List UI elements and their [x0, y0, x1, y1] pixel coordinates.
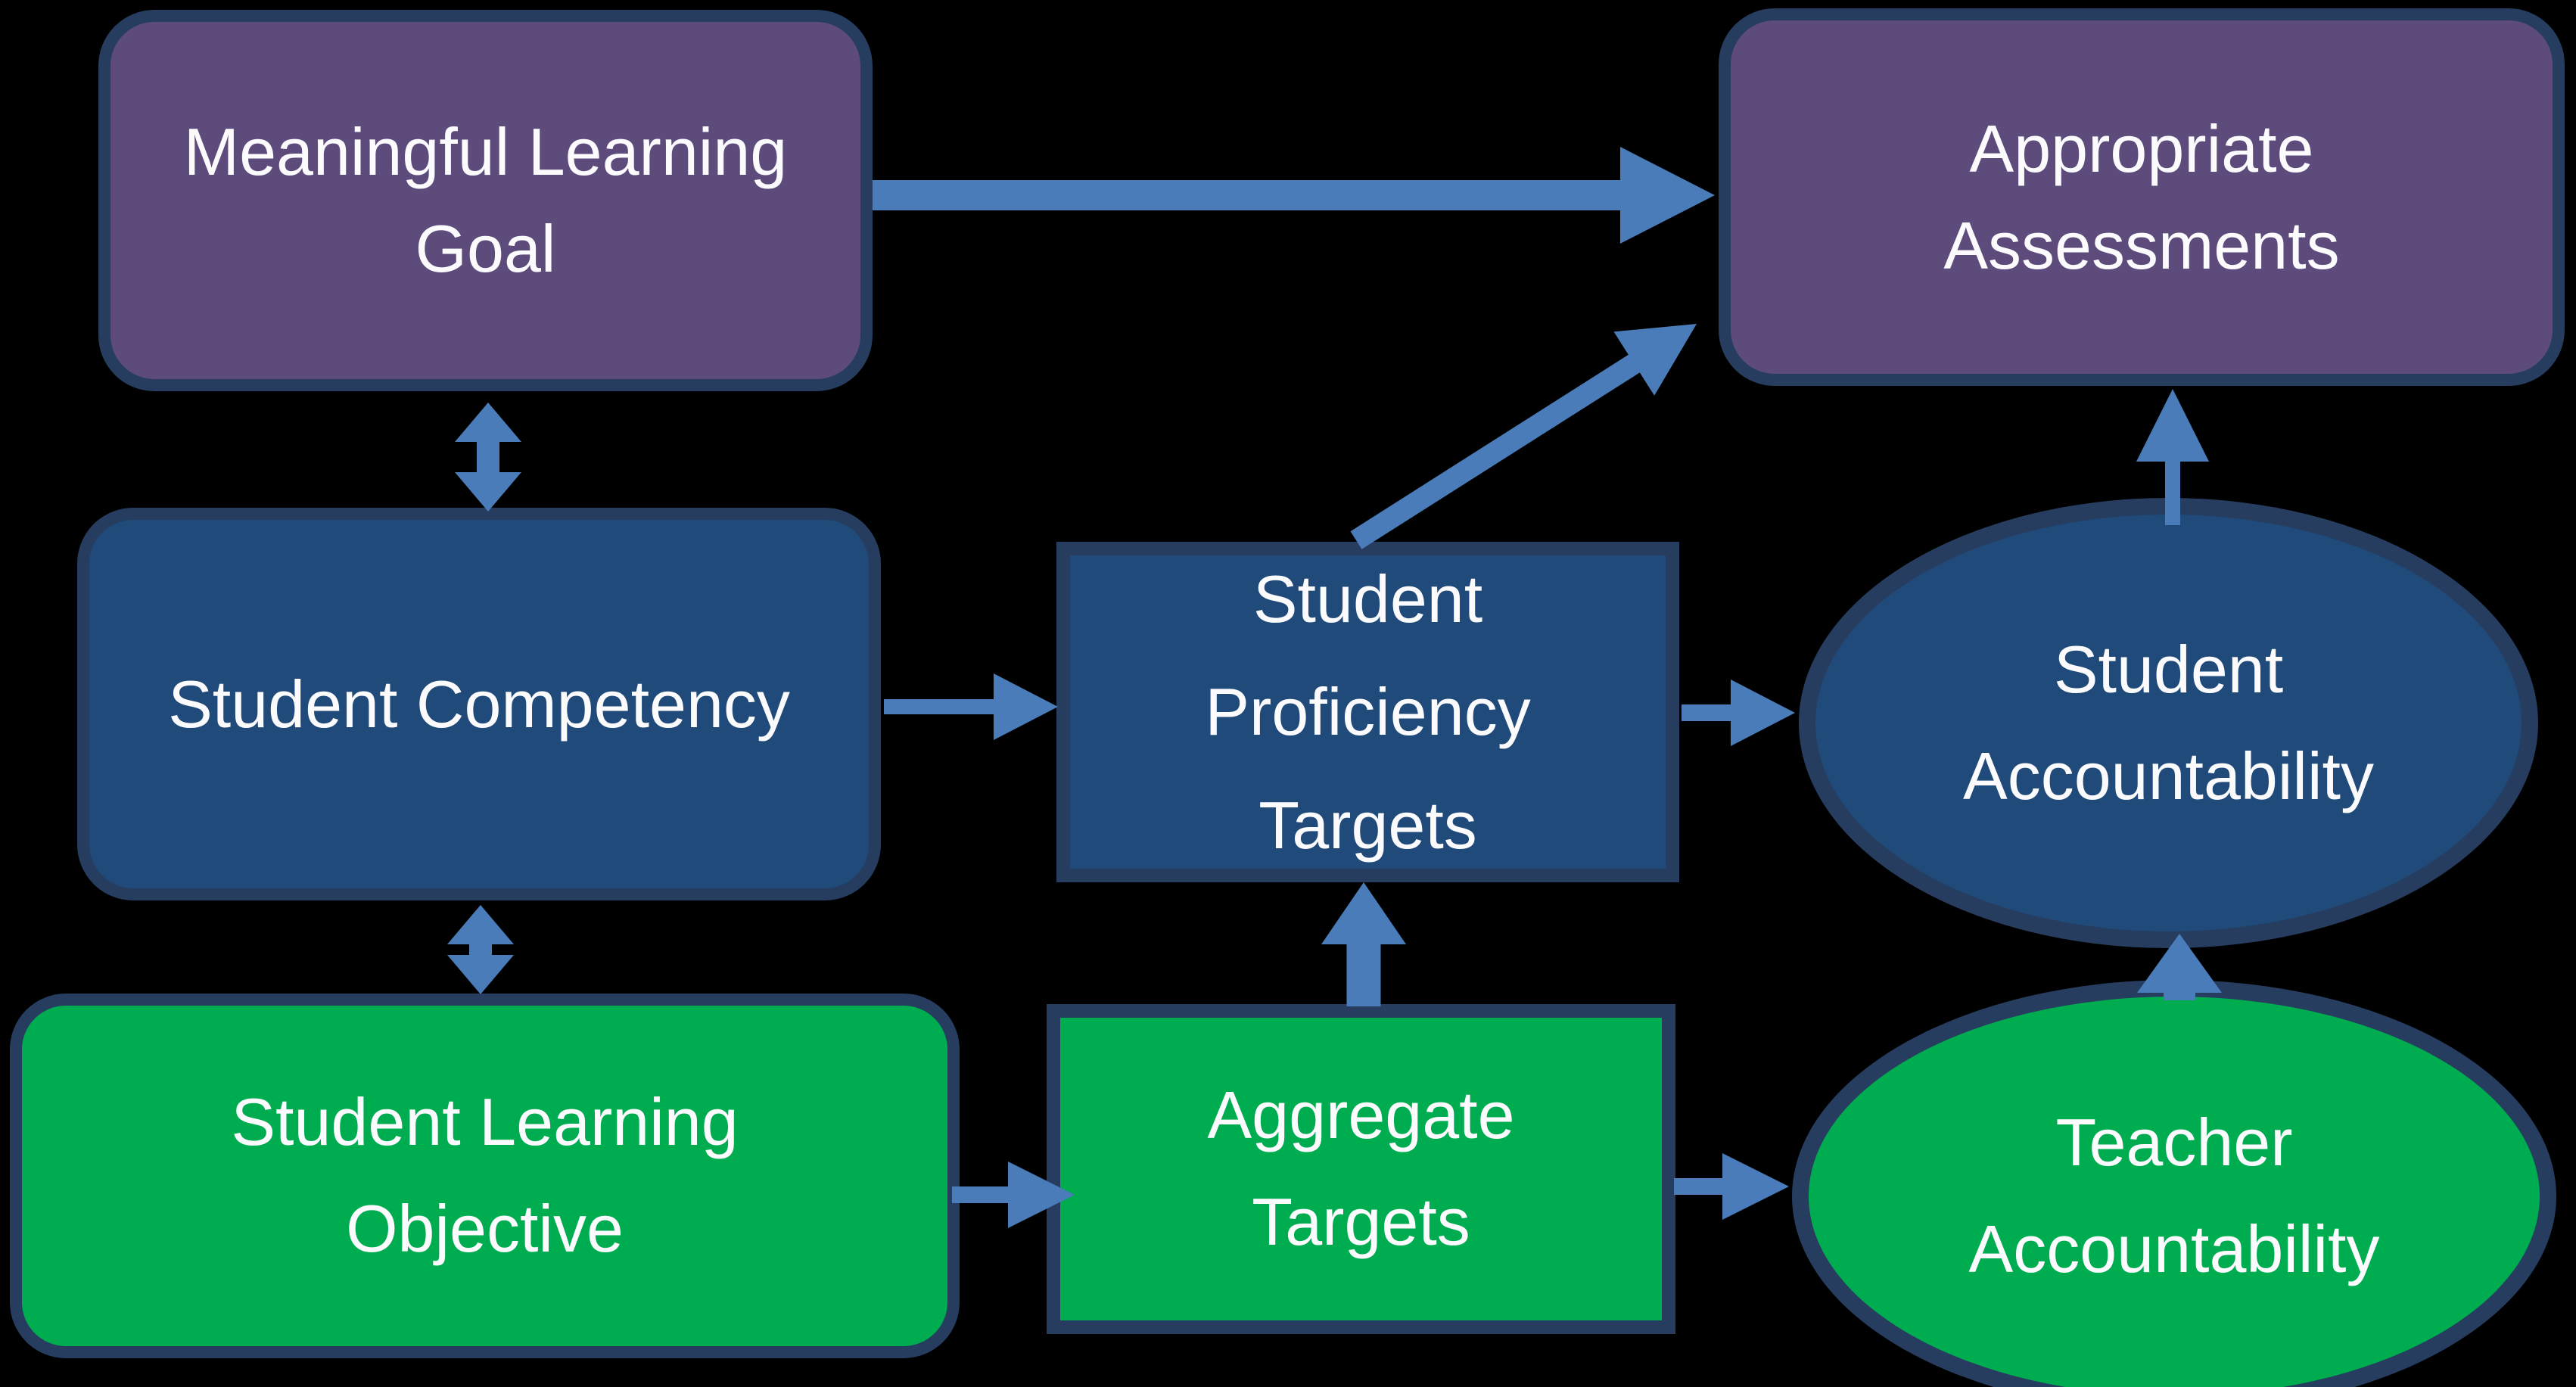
- double-arrow-student-competency--to--student-learning-objective: [447, 905, 514, 994]
- arrow-student-competency--to--student-proficiency-targets: [884, 673, 1058, 740]
- arrow-aggregate-targets--to--teacher-accountability: [1674, 1153, 1789, 1220]
- label-line: Goal: [415, 211, 556, 286]
- node-label: Student Learning Objective: [22, 1069, 947, 1283]
- node-label: Student Competency: [89, 656, 869, 753]
- node-meaningful-learning-goal: Meaningful Learning Goal: [98, 10, 873, 391]
- label-line: Student: [1252, 561, 1483, 636]
- node-teacher-accountability: Teacher Accountability: [1792, 980, 2556, 1387]
- arrow-student-proficiency-targets--to--student-accountability: [1682, 680, 1795, 746]
- arrow-meaningful-learning-goal--to--appropriate-assessments: [873, 147, 1715, 244]
- label-line: Student Competency: [168, 666, 790, 742]
- arrow-aggregate-targets--to--student-proficiency-targets: [1321, 882, 1406, 1006]
- label-line: Meaningful Learning: [183, 114, 788, 190]
- node-student-accountability: Student Accountability: [1799, 498, 2538, 948]
- label-line: Proficiency: [1205, 674, 1531, 750]
- arrow-student-proficiency-targets--to--appropriate-assessments: [1350, 324, 1697, 549]
- label-line: Objective: [346, 1191, 624, 1266]
- node-label: Teacher Accountability: [1809, 1090, 2540, 1303]
- node-student-competency: Student Competency: [77, 508, 881, 900]
- label-line: Appropriate: [1969, 110, 2314, 186]
- label-line: Targets: [1252, 1184, 1470, 1259]
- label-line: Accountability: [1963, 738, 2374, 813]
- node-label: Aggregate Targets: [1060, 1062, 1662, 1276]
- node-label: Appropriate Assessments: [1731, 101, 2553, 294]
- node-label: Student Accountability: [1815, 617, 2522, 830]
- label-line: Accountability: [1968, 1211, 2380, 1286]
- label-line: Student Learning: [231, 1084, 739, 1160]
- label-line: Targets: [1258, 787, 1477, 863]
- label-line: Assessments: [1943, 207, 2340, 283]
- node-student-proficiency-targets: Student Proficiency Targets: [1056, 542, 1679, 882]
- double-arrow-meaningful-learning-goal--to--student-competency: [455, 403, 521, 512]
- node-label: Meaningful Learning Goal: [110, 104, 860, 297]
- node-label: Student Proficiency Targets: [1070, 543, 1666, 882]
- node-appropriate-assessments: Appropriate Assessments: [1719, 8, 2565, 386]
- node-student-learning-objective: Student Learning Objective: [10, 994, 960, 1358]
- label-line: Student: [2053, 631, 2284, 707]
- label-line: Aggregate: [1207, 1078, 1515, 1153]
- node-aggregate-targets: Aggregate Targets: [1047, 1004, 1675, 1334]
- label-line: Teacher: [2055, 1105, 2293, 1180]
